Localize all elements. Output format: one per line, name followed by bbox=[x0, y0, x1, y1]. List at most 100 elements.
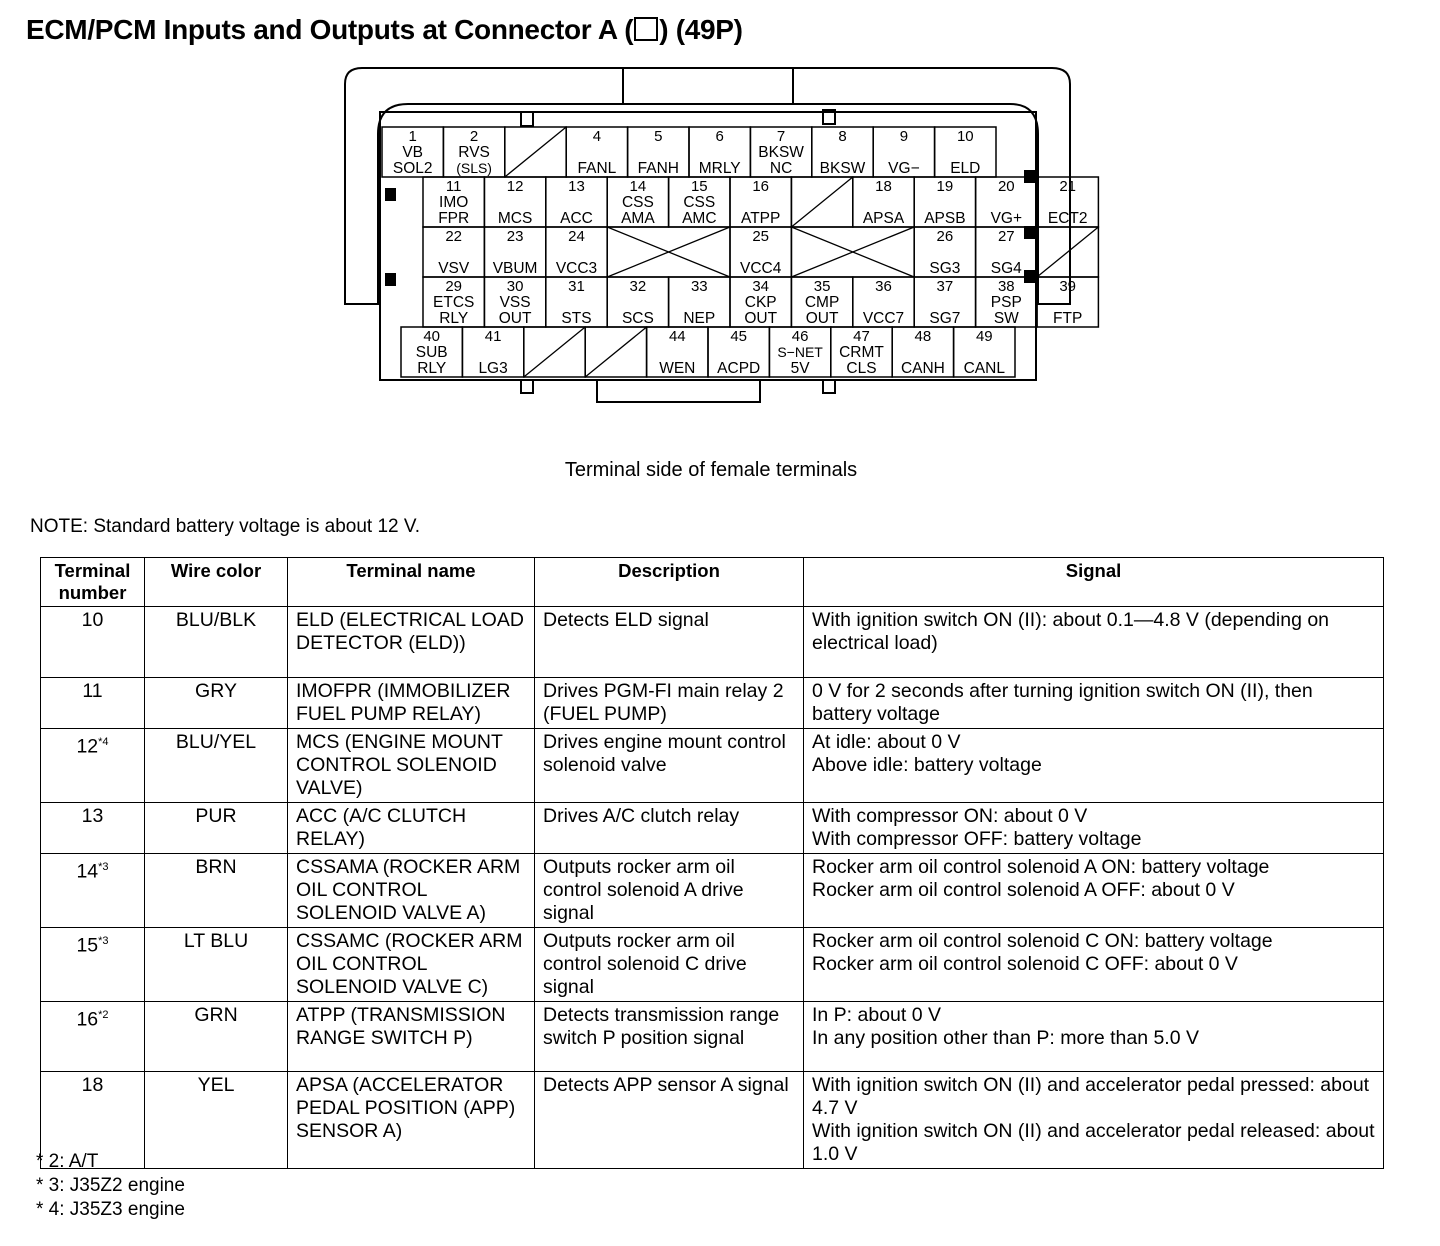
terminal-number: 6 bbox=[716, 128, 724, 145]
terminal-number: 22 bbox=[445, 228, 462, 245]
description-cell: Detects transmission range switch P posi… bbox=[534, 1001, 804, 1072]
footnote: * 3: J35Z2 engine bbox=[36, 1175, 185, 1196]
wire-color-cell: GRY bbox=[144, 677, 288, 729]
footnote-mark: *2 bbox=[98, 1009, 109, 1021]
terminal-number: 4 bbox=[593, 128, 601, 145]
terminal-number-cell: 15*3 bbox=[40, 927, 145, 1002]
terminal-number: 13 bbox=[568, 178, 585, 195]
footnote-mark: *3 bbox=[98, 935, 109, 947]
terminal-number: 18 bbox=[875, 178, 892, 195]
terminal-number: 16 bbox=[752, 178, 769, 195]
terminal-number: 45 bbox=[730, 328, 747, 345]
terminal-number: 11 bbox=[446, 178, 462, 195]
terminal-number-cell: 14*3 bbox=[40, 853, 145, 928]
signal-line: Rocker arm oil control solenoid C ON: ba… bbox=[812, 930, 1273, 952]
terminal-number: 25 bbox=[752, 228, 769, 245]
cavity-cross-line bbox=[791, 226, 915, 278]
terminal-label: ETCS bbox=[433, 294, 474, 311]
terminal-number: 38 bbox=[998, 278, 1015, 295]
terminal-number: 35 bbox=[814, 278, 831, 295]
terminal-number: 39 bbox=[1059, 278, 1076, 295]
terminal-label: ECT2 bbox=[1048, 210, 1088, 227]
terminal-label: ATPP bbox=[741, 210, 780, 227]
signal-cell: Rocker arm oil control solenoid C ON: ba… bbox=[803, 927, 1384, 1002]
terminal-label: SW bbox=[994, 310, 1019, 327]
terminal-label: RLY bbox=[439, 310, 468, 327]
terminal-number: 24 bbox=[568, 228, 585, 245]
terminal-number: 49 bbox=[976, 328, 993, 345]
header-signal: Signal bbox=[803, 557, 1384, 607]
terminal-label: RVS bbox=[458, 144, 490, 161]
terminal-number: 48 bbox=[915, 328, 932, 345]
terminal-label: CRMT bbox=[839, 344, 884, 361]
terminal-number: 5 bbox=[654, 128, 662, 145]
terminal-number: 26 bbox=[937, 228, 954, 245]
terminal-label: CSS bbox=[622, 194, 654, 211]
terminal-number-cell: 12*4 bbox=[40, 728, 145, 803]
terminal-label: APSA bbox=[863, 210, 905, 227]
signal-line: With ignition switch ON (II) and acceler… bbox=[812, 1074, 1370, 1119]
terminal-label: S−NET bbox=[777, 344, 823, 360]
terminal-number: 47 bbox=[853, 328, 870, 345]
wire-color-cell: GRN bbox=[144, 1001, 288, 1072]
terminal-label: OUT bbox=[806, 310, 839, 327]
signal-cell: With ignition switch ON (II) and acceler… bbox=[803, 1071, 1384, 1169]
terminal-number: 36 bbox=[875, 278, 892, 295]
empty-cavity bbox=[790, 226, 915, 278]
wire-color-cell: BLU/BLK bbox=[144, 606, 288, 678]
cavity-slash bbox=[584, 326, 648, 378]
empty-cavity bbox=[584, 326, 648, 378]
terminal-number: 7 bbox=[777, 128, 785, 145]
terminal-number: 33 bbox=[691, 278, 708, 295]
signal-line: With compressor ON: about 0 V bbox=[812, 805, 1088, 827]
wire-color-cell: PUR bbox=[144, 802, 288, 854]
header-terminal-name: Terminal name bbox=[287, 557, 535, 607]
terminal-name-cell: ACC (A/C CLUTCH RELAY) bbox=[287, 802, 535, 854]
terminal-label: FTP bbox=[1053, 310, 1082, 327]
empty-cavity bbox=[1036, 226, 1100, 278]
wire-color-cell: YEL bbox=[144, 1071, 288, 1169]
terminal-label: VCC3 bbox=[556, 260, 597, 277]
footnote-mark: *3 bbox=[98, 861, 109, 873]
terminal-label: SG7 bbox=[929, 310, 960, 327]
terminal-number-value: 12 bbox=[76, 735, 99, 758]
terminal-label: CLS bbox=[846, 360, 876, 377]
terminal-number: 10 bbox=[957, 128, 974, 145]
empty-cavity bbox=[504, 126, 567, 178]
terminal-label: ELD bbox=[950, 160, 980, 177]
terminal-number: 44 bbox=[669, 328, 686, 345]
terminal-label: APSB bbox=[924, 210, 965, 227]
terminal-label: (SLS) bbox=[456, 160, 492, 176]
terminal-number-cell: 16*2 bbox=[40, 1001, 145, 1072]
header-wire-color: Wire color bbox=[144, 557, 288, 607]
cavity-cross-line bbox=[606, 226, 731, 278]
description-cell: Detects ELD signal bbox=[534, 606, 804, 678]
terminal-label: SG4 bbox=[991, 260, 1022, 277]
terminal-label: BKSW bbox=[758, 144, 804, 161]
connector-symbol-icon bbox=[634, 17, 659, 41]
terminal-grid: 1VBSOL22RVS(SLS)4FANL5FANH6MRLY7BKSWNC8B… bbox=[381, 126, 1100, 378]
terminal-number: 37 bbox=[937, 278, 954, 295]
header-terminal-number: Terminal number bbox=[40, 557, 145, 607]
connector-diagram: 1VBSOL22RVS(SLS)4FANL5FANH6MRLY7BKSWNC8B… bbox=[344, 67, 1100, 403]
description-cell: Drives engine mount control solenoid val… bbox=[534, 728, 804, 803]
description-cell: Drives PGM-FI main relay 2 (FUEL PUMP) bbox=[534, 677, 804, 729]
terminal-number-value: 15 bbox=[76, 934, 99, 957]
terminal-label: FANH bbox=[638, 160, 679, 177]
